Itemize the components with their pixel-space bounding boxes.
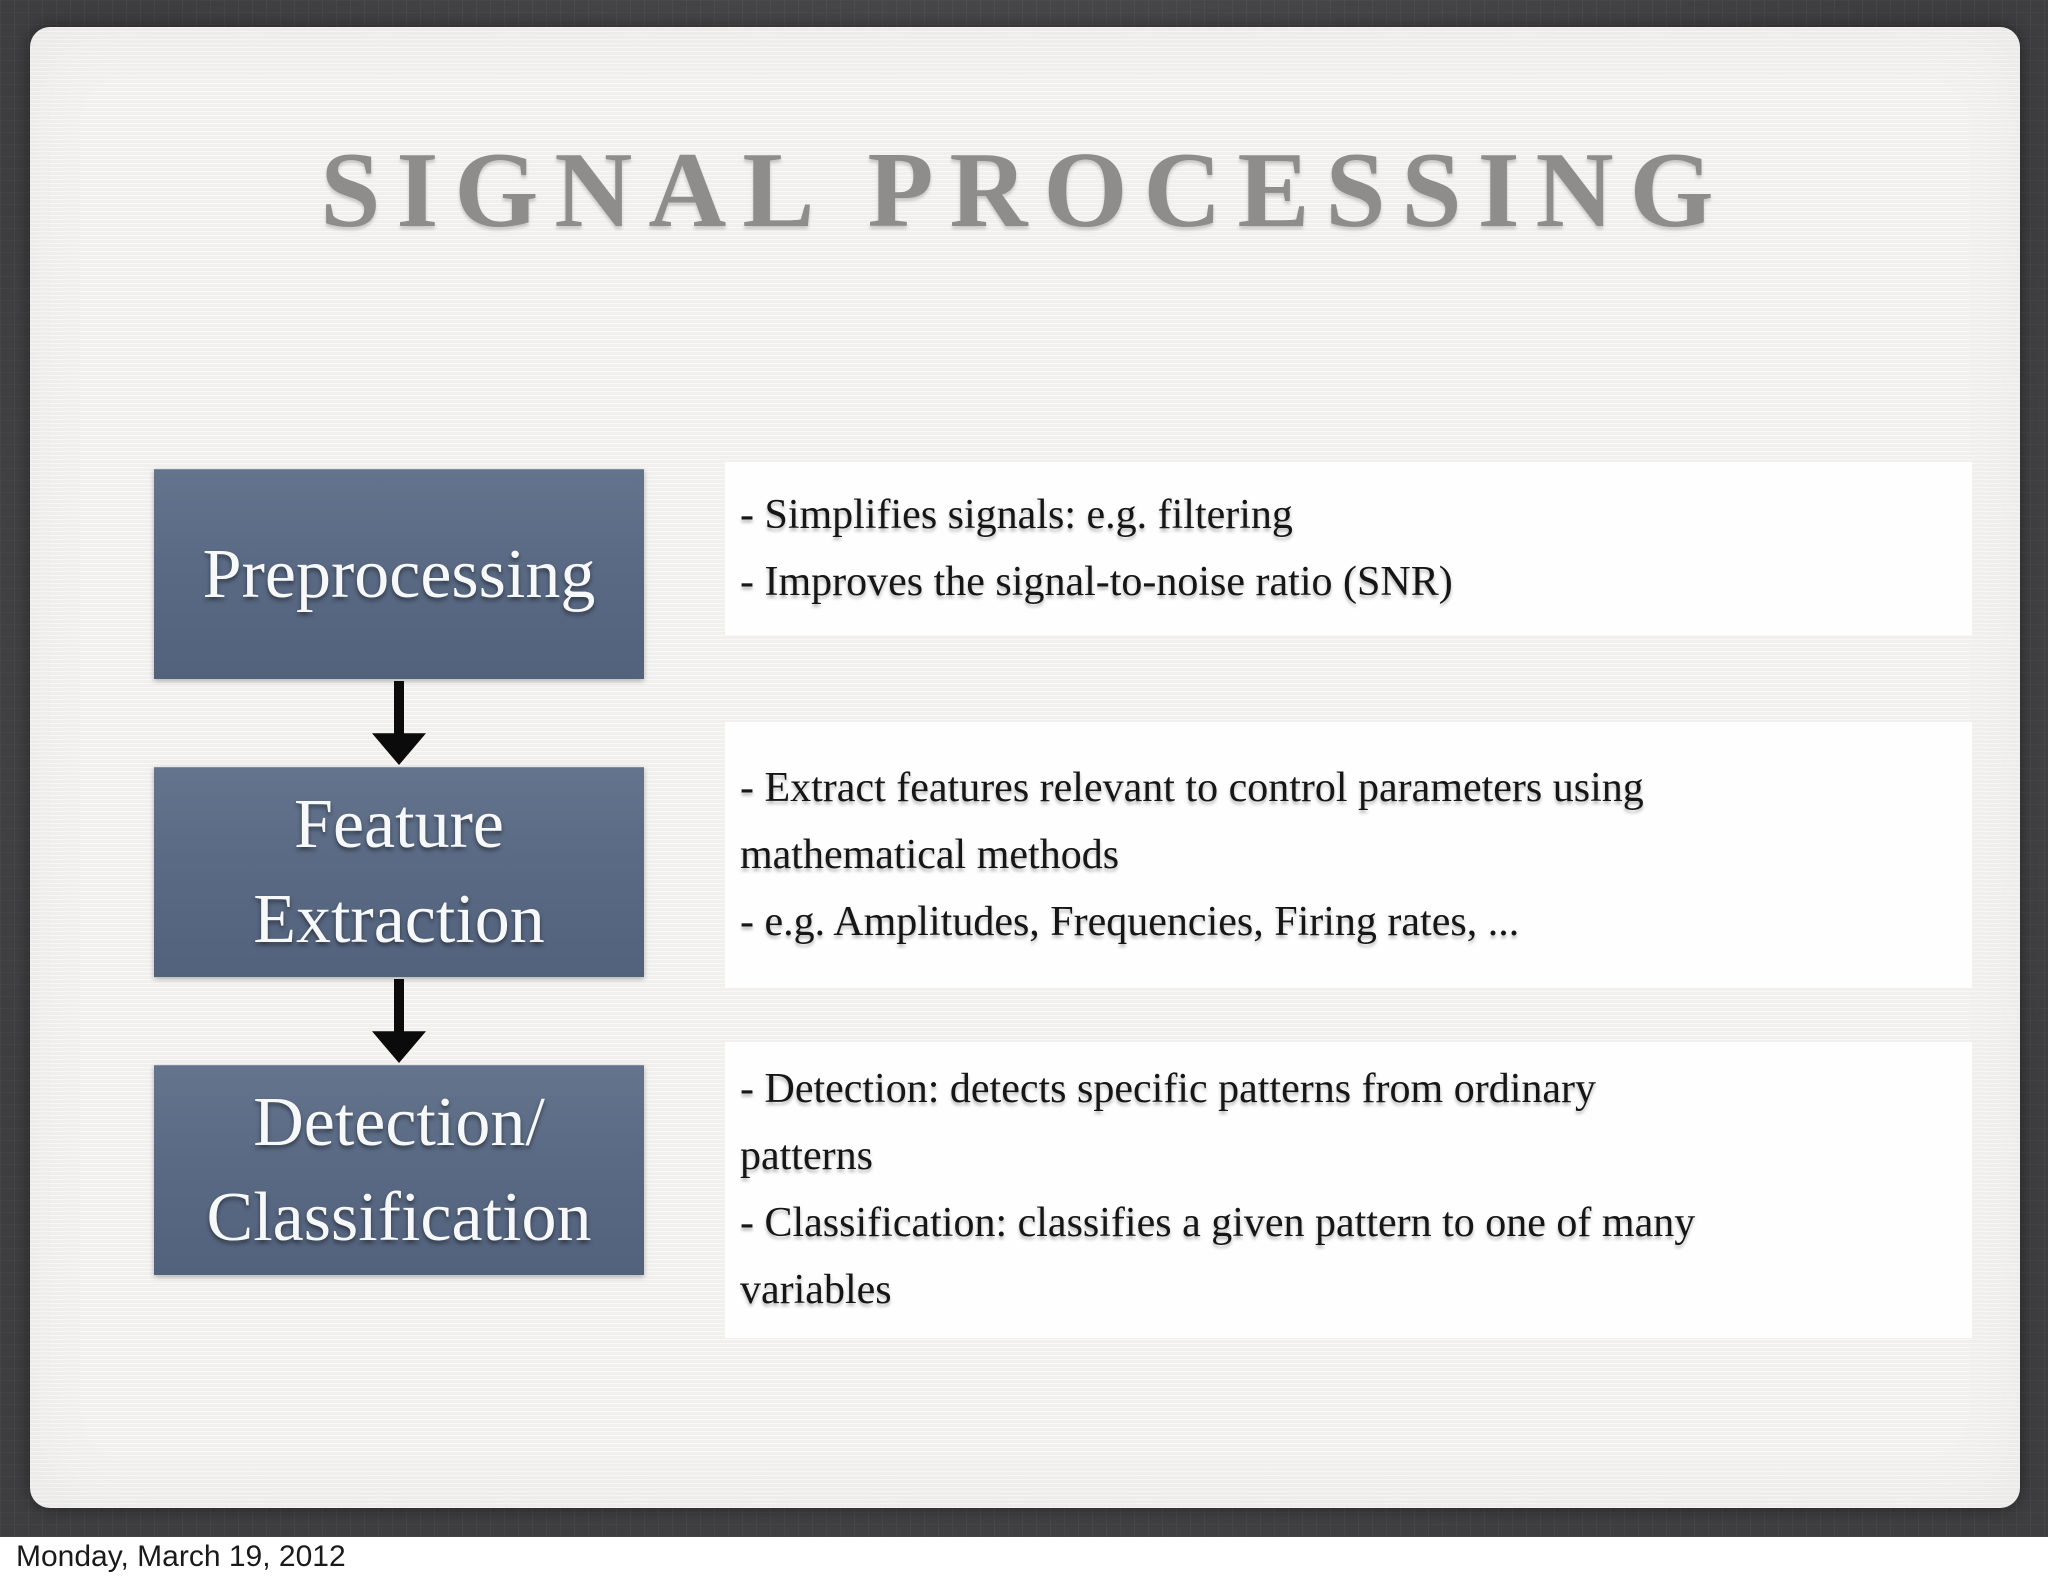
bullet-line: - Classification: classifies a given pat… xyxy=(740,1200,1696,1246)
slide-title: SIGNAL PROCESSING xyxy=(320,131,1730,250)
bullet-line: - Simplifies signals: e.g. filtering xyxy=(740,491,1293,538)
process-box-feature-extraction: Feature Extraction xyxy=(154,767,644,977)
down-arrow-icon xyxy=(372,979,426,1063)
detail-panel-feature-extraction: - Extract features relevant to control p… xyxy=(725,722,1972,988)
process-box-label-line: Preprocessing xyxy=(202,535,596,613)
bullet-line: patterns xyxy=(740,1133,873,1179)
bullet-line: - Detection: detects specific patterns f… xyxy=(740,1066,1596,1112)
process-box-detection-classification: Detection/ Classification xyxy=(154,1065,644,1275)
process-box-label-line: Classification xyxy=(206,1179,592,1256)
process-box-label-line: Feature xyxy=(294,786,504,863)
bullet-line: variables xyxy=(740,1267,892,1313)
date-label: Monday, March 19, 2012 xyxy=(16,1539,346,1573)
detail-panel-preprocessing: - Simplifies signals: e.g. filtering - I… xyxy=(725,462,1972,635)
detail-panel-detection-classification: - Detection: detects specific patterns f… xyxy=(725,1042,1972,1338)
process-box-label-line: Detection/ xyxy=(253,1084,545,1161)
slide-frame: SIGNAL PROCESSING Preprocessing Feature … xyxy=(0,0,2048,1537)
process-box-preprocessing: Preprocessing xyxy=(154,469,644,679)
down-arrow-icon xyxy=(372,681,426,765)
caption-bar: Monday, March 19, 2012 xyxy=(0,1537,2048,1576)
slide: SIGNAL PROCESSING Preprocessing Feature … xyxy=(30,27,2020,1508)
bullet-line: - Extract features relevant to control p… xyxy=(740,764,1644,811)
process-box-label-line: Extraction xyxy=(253,881,545,958)
bullet-line: mathematical methods xyxy=(740,831,1120,878)
bullet-line: - e.g. Amplitudes, Frequencies, Firing r… xyxy=(740,898,1520,945)
bullet-line: - Improves the signal-to-noise ratio (SN… xyxy=(740,558,1453,605)
